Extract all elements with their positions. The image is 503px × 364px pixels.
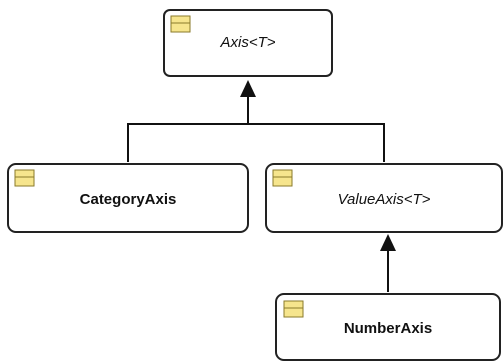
class-node-axis[interactable]: Axis<T> (163, 9, 333, 77)
connectors (127, 80, 396, 292)
class-name-axis: Axis<T> (219, 34, 275, 51)
class-node-category-axis[interactable]: CategoryAxis (7, 163, 249, 233)
connector-category-to-axis (127, 123, 248, 162)
class-icon (283, 300, 304, 318)
generalization-arrowhead-value-axis (380, 234, 396, 251)
generalization-arrowhead-axis (240, 80, 256, 97)
class-icon (272, 169, 293, 187)
class-node-value-axis[interactable]: ValueAxis<T> (265, 163, 503, 233)
class-icon (14, 169, 35, 187)
class-name-value-axis: ValueAxis<T> (338, 191, 431, 208)
class-name-number-axis: NumberAxis (344, 320, 432, 337)
class-name-category-axis: CategoryAxis (80, 191, 177, 208)
class-icon (170, 15, 191, 33)
class-node-number-axis[interactable]: NumberAxis (275, 293, 501, 361)
connector-value-to-axis (248, 123, 385, 162)
